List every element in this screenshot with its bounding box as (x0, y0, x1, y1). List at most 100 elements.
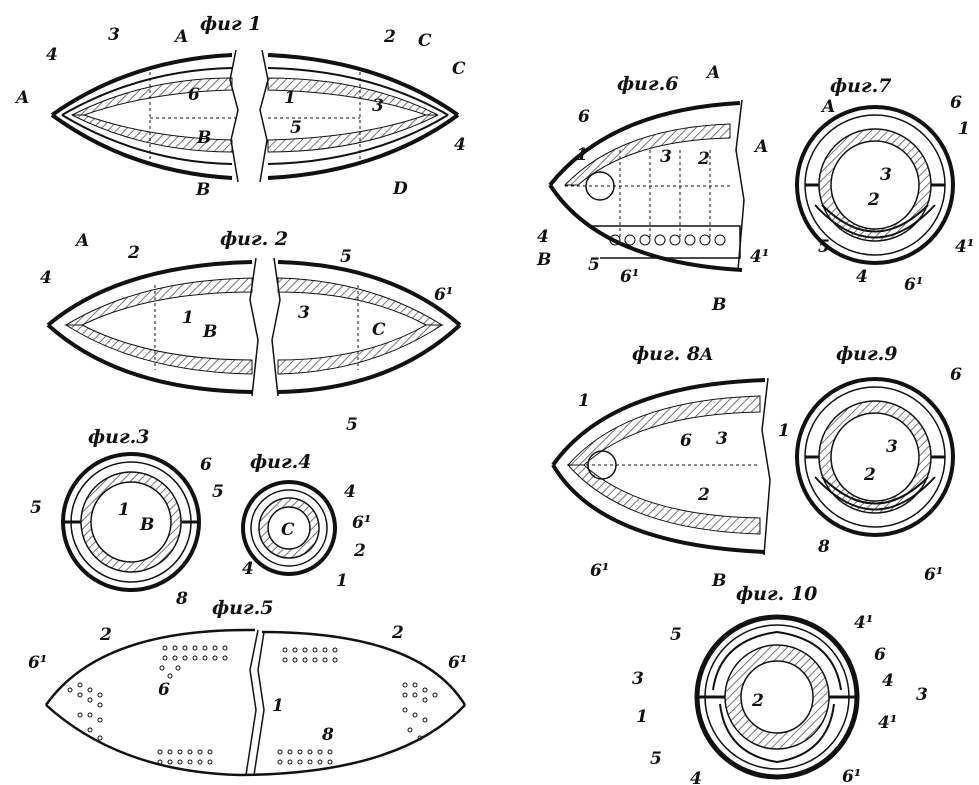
fig7-label: 5 (818, 237, 830, 257)
figure-7-title: фиг.7 (830, 75, 891, 97)
fig8-label: 6 (680, 431, 692, 451)
fig7-inner-ring (830, 140, 920, 230)
fig8-label: 2 (697, 485, 710, 505)
fig10-label: 4¹ (878, 713, 897, 733)
fig6-outer-hull (548, 101, 743, 272)
fig10-label: 1 (636, 707, 648, 727)
fig1-label: 4 (46, 45, 58, 65)
fig5-plate-outline (44, 628, 467, 777)
fig2-label: 3 (298, 303, 310, 323)
fig1-hatched-wall-top-right (267, 77, 439, 116)
fig6-break-line (735, 99, 745, 271)
fig6-label: 6 (578, 107, 590, 127)
fig2-label: 5 (340, 247, 352, 267)
fig6-hatched-wall (563, 123, 731, 186)
figure-7: фиг.7 A 6 1 3 2 5 4 6¹ 4¹ (795, 75, 974, 295)
figure-6-title: фиг.6 (617, 73, 678, 95)
fig8-hatched-wall-bottom (566, 464, 761, 535)
figure-10-title: фиг. 10 (736, 583, 817, 605)
figure-2-title: фиг. 2 (220, 228, 288, 250)
figure-4-title: фиг.4 (250, 451, 311, 473)
fig9-label: 2 (863, 465, 876, 485)
fig5-label: 2 (391, 623, 404, 643)
fig1-label: C (452, 59, 466, 79)
fig6-keel-ribs (609, 234, 726, 246)
fig10-label: 3 (916, 685, 928, 705)
fig3-label: 8 (175, 589, 188, 609)
fig6-label: 2 (697, 149, 710, 169)
fig2-hatched-wall-bottom-left (64, 324, 253, 375)
figure-10: фиг. 10 5 4¹ 6 3 4 3 2 1 4¹ 5 4 6¹ (632, 583, 928, 785)
fig5-tear-line (245, 629, 265, 776)
fig10-label: 6¹ (842, 767, 861, 785)
fig4-middle-ring (250, 489, 328, 567)
fig10-inner-ring (740, 660, 814, 734)
fig9-label: 6¹ (924, 565, 943, 585)
fig1-hull-layer-right (267, 67, 449, 165)
fig6-label: 1 (576, 145, 588, 165)
fig8-label: B (711, 571, 726, 591)
figure-3-title: фиг.3 (88, 426, 149, 448)
fig8-label: 1 (578, 391, 590, 411)
fig7-label: 4 (856, 267, 868, 287)
fig8-label: A (698, 345, 713, 365)
fig1-label: D (392, 179, 408, 199)
fig3-label: 6 (200, 455, 212, 475)
figure-3: фиг.3 6 5 1 B 5 8 (30, 426, 224, 609)
fig9-outer-ring (795, 377, 955, 537)
fig5-label: 8 (321, 725, 334, 745)
figure-5-title: фиг.5 (212, 597, 273, 619)
fig4-label: 4 (242, 559, 254, 579)
fig2-label: B (202, 322, 217, 342)
fig1-label: 3 (372, 96, 384, 116)
fig2-outer-hull-left (46, 260, 253, 394)
figure-8-title: фиг. 8 (632, 343, 700, 365)
fig7-lower-channel (814, 204, 936, 239)
fig2-section-lines (154, 285, 359, 370)
figure-2: фиг. 2 A 2 4 1 B 5 3 6¹ C 5 (40, 228, 462, 435)
fig2-hatched-wall-top-left (64, 277, 253, 326)
fig5-label: 2 (99, 625, 112, 645)
fig3-inner-ring (90, 481, 172, 563)
fig2-outer-hull-right (277, 260, 462, 394)
fig6-label: B (536, 250, 551, 270)
fig2-label: 6¹ (434, 285, 453, 305)
fig6-label: 4¹ (750, 247, 769, 267)
fig10-label: 4 (690, 769, 702, 785)
fig10-label: 4¹ (854, 613, 873, 633)
fig8-break-line (761, 377, 771, 556)
fig4-inner-ring (267, 506, 311, 550)
fig1-label: 4 (454, 135, 466, 155)
fig9-label: 1 (778, 421, 790, 441)
fig2-label: A (74, 231, 89, 251)
fig2-label: C (372, 320, 386, 340)
fig2-label: 4 (40, 268, 52, 288)
fig10-label: 5 (650, 749, 662, 769)
fig10-label: 2 (751, 691, 764, 711)
fig9-label: 3 (886, 437, 898, 457)
fig1-hatched-wall-bottom-right (267, 114, 439, 153)
fig1-hatched-wall-bottom-left (71, 114, 233, 153)
fig1-label: C (418, 31, 432, 51)
fig6-label: A (753, 137, 768, 157)
fig6-label: B (711, 295, 726, 315)
fig3-label: 5 (212, 482, 224, 502)
fig6-section-lines (565, 150, 730, 240)
fig6-label: 3 (660, 147, 672, 167)
figure-9: фиг.9 6 1 3 2 8 6¹ (778, 343, 962, 585)
fig1-break-lines (229, 49, 269, 183)
fig5-label: 1 (272, 696, 284, 716)
fig4-label: 1 (336, 571, 348, 591)
figure-6: фиг.6 A 6 1 3 2 A 4 B 5 6¹ 4¹ B (536, 63, 769, 315)
fig10-label: 3 (632, 669, 644, 689)
fig4-label: C (281, 520, 295, 540)
fig6-label: 4 (537, 227, 549, 247)
figure-8: фиг. 8 A 1 6 3 2 6¹ B (551, 343, 771, 591)
fig6-label: 5 (588, 255, 600, 275)
fig1-label: A (14, 88, 29, 108)
fig2-label: 1 (182, 308, 194, 328)
fig1-label: 5 (290, 118, 302, 138)
fig5-label: 6¹ (448, 653, 467, 673)
fig9-label: 8 (817, 537, 830, 557)
